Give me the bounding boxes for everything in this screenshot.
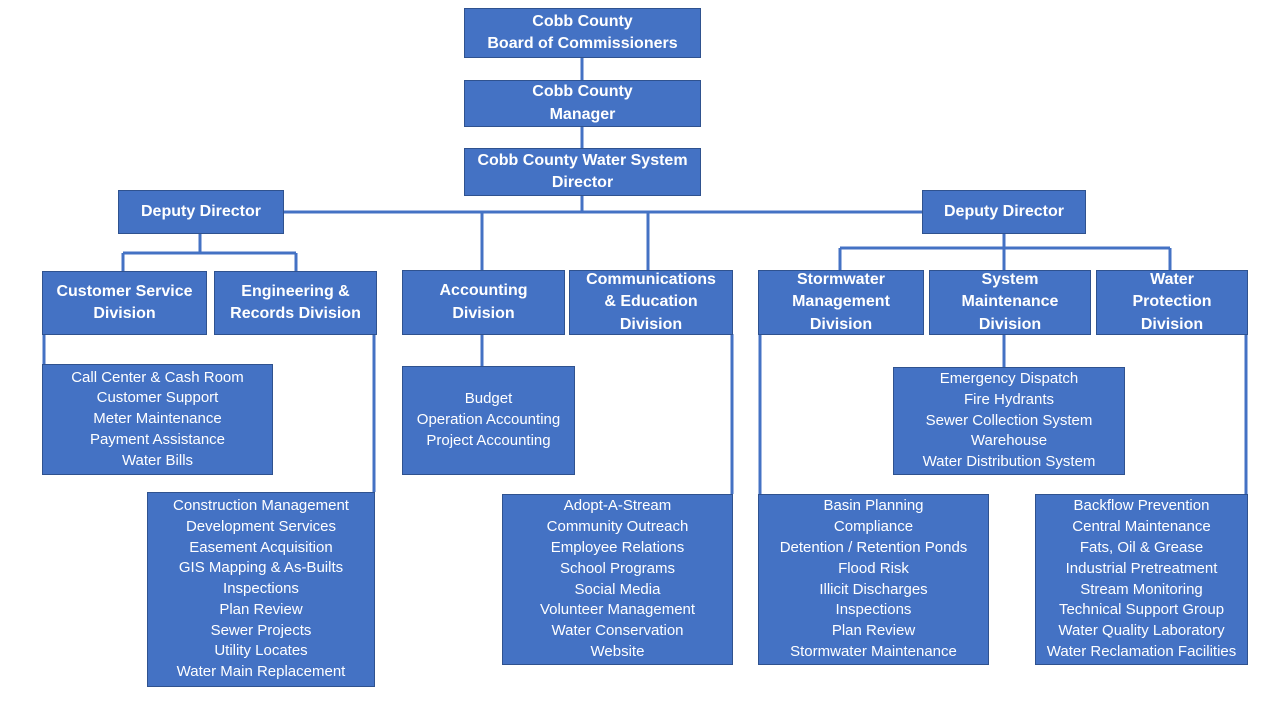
box-text-line: Water Main Replacement: [176, 663, 346, 681]
box-text-line: Water Quality Laboratory: [1058, 622, 1225, 640]
box-text-line: Cobb County: [532, 12, 633, 30]
box-text-line: Stormwater: [796, 270, 886, 288]
box-text-line: Water Conservation: [551, 622, 684, 640]
box-text-line: Cobb County: [532, 83, 633, 100]
box-text-line: Easement Acquisition: [189, 538, 333, 556]
box-text-line: Construction Management: [173, 496, 349, 514]
box-text-line: Flood Risk: [838, 559, 909, 577]
box-text-line: Inspections: [223, 580, 299, 598]
box-text-line: Basin Planning: [823, 497, 924, 515]
box-text-line: Management: [792, 293, 890, 311]
box-text-line: Employee Relations: [550, 538, 685, 556]
deputy-director-left-box: Deputy Director: [118, 190, 284, 234]
box-text-line: Water Distribution System: [922, 453, 1096, 471]
box-text-line: System: [981, 270, 1039, 288]
box-text-line: Division: [452, 304, 515, 322]
box-text-line: Detention / Retention Ponds: [779, 538, 968, 556]
box-text-line: Backflow Prevention: [1073, 497, 1210, 515]
box-text-line: Warehouse: [970, 432, 1048, 450]
box-text-line: Board of Commissioners: [487, 35, 678, 52]
box-text-line: Fats, Oil & Grease: [1079, 538, 1204, 556]
box-text-line: GIS Mapping & As-Builts: [178, 559, 344, 577]
box-text-line: Website: [590, 642, 645, 660]
box-text-line: Emergency Dispatch: [939, 370, 1079, 387]
box-text-line: Division: [1140, 315, 1204, 333]
box-text-line: Division: [619, 315, 683, 333]
box-text-line: Records Division: [230, 305, 361, 322]
box-text-line: Project Accounting: [426, 431, 551, 449]
box-text-line: Water Reclamation Facilities: [1046, 642, 1237, 660]
box-text-line: Central Maintenance: [1072, 518, 1211, 536]
box-text-line: Development Services: [185, 517, 337, 535]
box-text-line: Call Center & Cash Room: [71, 368, 244, 386]
box-text-line: Deputy Director: [943, 202, 1065, 220]
box-text-line: Maintenance: [961, 293, 1059, 311]
box-text-line: Plan Review: [219, 600, 303, 618]
box-text-line: Inspections: [835, 601, 912, 619]
box-text-line: Water Bills: [121, 451, 194, 469]
box-text-line: Cobb County Water System: [477, 151, 688, 169]
box-text-line: Adopt-A-Stream: [563, 497, 672, 515]
box-text-line: Deputy Director: [140, 202, 262, 220]
deputy-director-right-box: Deputy Director: [922, 190, 1086, 234]
box-text-line: Director: [551, 174, 614, 191]
box-text-line: Sewer Collection System: [925, 411, 1093, 429]
box-text-line: Division: [93, 305, 156, 322]
box-text-line: Accounting: [439, 282, 528, 299]
box-text-line: Technical Support Group: [1058, 601, 1225, 619]
box-text-line: Sewer Projects: [210, 621, 312, 639]
box-text-line: Payment Assistance: [89, 430, 226, 448]
box-text-line: Industrial Pretreatment: [1065, 559, 1218, 577]
box-text-line: Operation Accounting: [416, 411, 561, 429]
box-text-line: Meter Maintenance: [93, 410, 222, 428]
box-text-line: Division: [978, 315, 1042, 333]
box-text-line: Stream Monitoring: [1080, 580, 1203, 598]
box-text-line: Manager: [549, 105, 616, 123]
box-text-line: Utility Locates: [214, 642, 308, 660]
box-text-line: Customer Support: [96, 389, 219, 407]
box-text-line: Protection: [1132, 293, 1212, 311]
box-text-line: Illicit Discharges: [819, 580, 928, 598]
box-text-line: & Education: [604, 293, 698, 311]
box-text-line: Plan Review: [831, 622, 916, 640]
box-text-line: Volunteer Management: [539, 601, 696, 619]
box-text-line: School Programs: [559, 559, 676, 577]
box-text-line: Budget: [464, 390, 513, 408]
box-text-line: Communications: [586, 270, 716, 288]
box-text-line: Engineering &: [241, 282, 350, 300]
box-text-line: Division: [809, 315, 873, 333]
box-text-line: Water: [1150, 270, 1194, 288]
box-text-line: Community Outreach: [546, 518, 689, 536]
box-text-line: Compliance: [833, 518, 914, 536]
box-text-line: Stormwater Maintenance: [790, 642, 957, 660]
box-text-line: Fire Hydrants: [963, 390, 1055, 408]
box-text-line: Customer Service: [56, 282, 193, 300]
engineering-records-division-box: Engineering & Records Division: [214, 271, 377, 335]
box-text-line: Social Media: [574, 580, 661, 598]
